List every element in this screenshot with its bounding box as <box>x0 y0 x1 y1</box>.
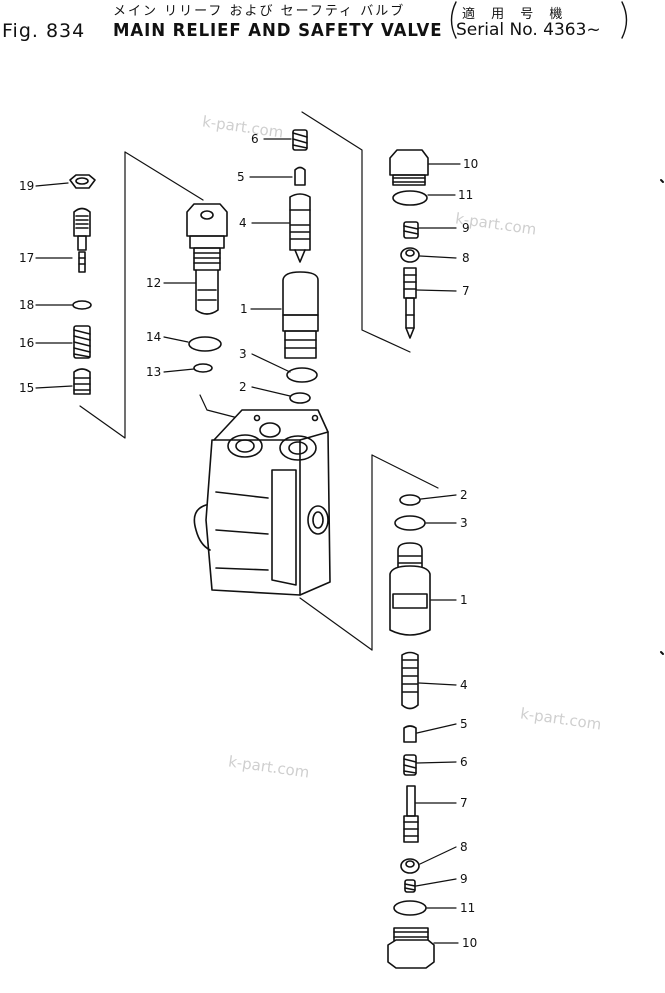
part-7-stem-top <box>403 267 417 339</box>
part-11-o-ring-bottom <box>393 900 427 916</box>
callout-10: 10 <box>463 157 478 171</box>
callout-4-lower: 4 <box>460 678 468 692</box>
callout-7: 7 <box>462 284 470 298</box>
callout-12: 12 <box>146 276 161 290</box>
callout-8-lower: 8 <box>460 840 468 854</box>
figure-japanese-title: メイン リリーフ および セーフティ バルブ <box>113 4 406 19</box>
scan-marks <box>660 179 664 655</box>
part-10-plug-top <box>389 149 429 186</box>
callout-7-lower: 7 <box>460 796 468 810</box>
callout-2-lower: 2 <box>460 488 468 502</box>
part-17-adjust-screw <box>73 207 91 273</box>
header-brackets <box>450 1 628 39</box>
callout-19: 19 <box>19 179 34 193</box>
part-14-o-ring <box>188 336 222 352</box>
part-18-o-ring <box>72 300 92 310</box>
callout-16: 16 <box>19 336 34 350</box>
callout-2: 2 <box>239 380 247 394</box>
part-4-poppet-top <box>289 193 311 263</box>
part-3-o-ring-top <box>286 367 318 383</box>
part-2-o-ring-top <box>289 392 311 404</box>
part-10-plug-bottom <box>387 927 435 969</box>
callout-14: 14 <box>146 330 161 344</box>
part-1-sleeve-top <box>282 271 319 359</box>
callout-8: 8 <box>462 251 470 265</box>
callout-15: 15 <box>19 381 34 395</box>
valve-body <box>193 409 331 596</box>
callout-5-lower: 5 <box>460 717 468 731</box>
callout-17: 17 <box>19 251 34 265</box>
callout-6: 6 <box>251 132 259 146</box>
figure-number: Fig. 834 <box>2 20 86 42</box>
callout-1-lower: 1 <box>460 593 468 607</box>
callout-5: 5 <box>237 170 245 184</box>
callout-labels: 6 5 4 1 3 2 19 17 18 16 15 12 14 13 10 1… <box>19 132 478 950</box>
callout-9: 9 <box>462 221 470 235</box>
part-12-plug-assembly <box>186 203 228 315</box>
part-2-o-ring-bottom <box>399 494 421 506</box>
part-3-o-ring-bottom <box>394 515 426 531</box>
serial-japanese-label: 適 用 号 機 <box>462 7 569 22</box>
figure-title: MAIN RELIEF AND SAFETY VALVE <box>113 20 443 41</box>
part-5-piston-bottom <box>403 725 417 743</box>
part-15-poppet <box>73 368 91 395</box>
part-16-spring <box>73 325 91 359</box>
part-1-sleeve-bottom <box>389 542 431 636</box>
part-8-nut-bottom <box>400 858 420 874</box>
part-8-nut-top <box>400 247 420 263</box>
part-4-poppet-bottom <box>401 651 419 710</box>
callout-10-lower: 10 <box>462 936 477 950</box>
part-19-nut <box>69 174 96 189</box>
callout-1: 1 <box>240 302 248 316</box>
part-7-stem-bottom <box>403 785 419 843</box>
callout-9-lower: 9 <box>460 872 468 886</box>
part-6-spring-bottom <box>403 754 417 776</box>
part-11-o-ring-top <box>392 190 428 206</box>
callout-11-lower: 11 <box>460 901 475 915</box>
leader-lines <box>35 138 461 944</box>
serial-number-range: Serial No. 4363~ <box>456 20 601 40</box>
part-6-spring-top <box>292 129 308 151</box>
callout-6-lower: 6 <box>460 755 468 769</box>
part-9-spring-bottom <box>404 879 416 893</box>
assembly-guide-lines <box>79 111 439 651</box>
callout-4: 4 <box>239 216 247 230</box>
callout-18: 18 <box>19 298 34 312</box>
callout-11: 11 <box>458 188 473 202</box>
part-13-o-ring <box>193 363 213 373</box>
callout-13: 13 <box>146 365 161 379</box>
callout-3-lower: 3 <box>460 516 468 530</box>
callout-3: 3 <box>239 347 247 361</box>
part-9-spring-top <box>403 221 419 239</box>
part-5-piston-top <box>294 166 306 186</box>
